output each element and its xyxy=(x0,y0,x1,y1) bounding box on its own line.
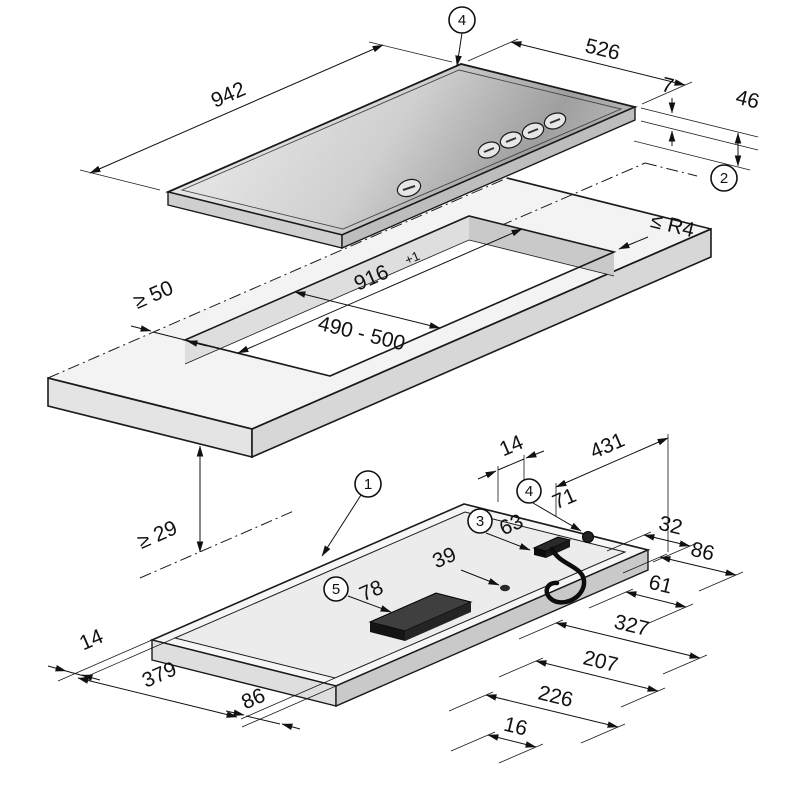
dim-right-86: 86 xyxy=(688,538,716,566)
connection-terminal xyxy=(532,536,572,558)
dim-build-in-height-label: 46 xyxy=(733,86,761,114)
unit-base-pan xyxy=(173,511,627,679)
callout-4-bottom-badge xyxy=(516,478,542,504)
mains-box xyxy=(368,592,473,641)
dim-min-clearance-below: ≥ 29 xyxy=(134,445,297,579)
dim-cutout-width-tolerance: +1 xyxy=(402,248,422,268)
dim-connection-position: 431 xyxy=(555,429,669,488)
callout-4-bottom-label: 4 xyxy=(525,483,533,500)
callout-1: 1 xyxy=(321,470,382,557)
callout-2: 2 xyxy=(710,164,738,192)
underside-view: 14 431 1 4 71 3 63 39 xyxy=(47,429,744,764)
callout-2-label: 2 xyxy=(720,170,728,187)
hidden-cooktop-outline xyxy=(439,162,698,253)
dim-top-edge-offset: 14 xyxy=(477,431,545,480)
unit-side-right xyxy=(335,548,649,708)
dim-right-226: 226 xyxy=(536,681,575,712)
dim-right-32: 32 xyxy=(656,512,684,540)
knob-slots xyxy=(402,118,561,191)
cooktop-side-right xyxy=(341,105,636,250)
dims-right-side: 32 86 61 327 207 226 16 xyxy=(485,512,737,748)
dim-cooktop-width-label: 942 xyxy=(208,78,249,113)
callout-5-label: 5 xyxy=(332,581,340,598)
extension-lines-top xyxy=(497,434,669,552)
cable-grommet xyxy=(582,531,594,543)
dim-left-14: 14 xyxy=(76,625,107,656)
dim-glass-thickness-and-height: 7 46 xyxy=(633,73,762,171)
callout-5-badge xyxy=(323,576,349,602)
dim-min-clearance-below-label: ≥ 29 xyxy=(134,516,181,553)
dim-glass-thickness-label: 7 xyxy=(659,73,676,98)
dim-cooktop-depth-label: 526 xyxy=(583,34,622,65)
callout-4-top-label: 4 xyxy=(458,12,466,29)
callout-4-top: 4 xyxy=(448,6,476,67)
callout-2-badge xyxy=(710,164,738,192)
callout-1-badge xyxy=(354,470,382,498)
callout-4-top-badge xyxy=(448,6,476,34)
cooktop-view: 942 526 7 46 4 2 xyxy=(79,6,762,250)
worktop-view: ≥ 50 916 +1 490 - 500 ≤ R4 ≥ 29 xyxy=(47,162,712,579)
dim-right-61: 61 xyxy=(646,571,674,599)
dim-right-327: 327 xyxy=(612,610,651,641)
dim-right-207: 207 xyxy=(581,646,620,677)
callout-3-badge xyxy=(467,508,493,534)
shelf-reference-line xyxy=(139,509,297,579)
dim-right-16: 16 xyxy=(501,713,529,741)
control-knobs xyxy=(396,112,567,198)
callout-3-label: 3 xyxy=(476,513,484,530)
extension-lines-left xyxy=(57,637,337,728)
callout-5: 5 78 xyxy=(323,576,392,613)
cable-hole xyxy=(500,584,510,592)
dim-cooktop-width: 942 xyxy=(79,41,453,191)
mains-cable xyxy=(544,546,587,605)
dim-top-edge-offset-label: 14 xyxy=(496,431,527,462)
worktop-right-edge xyxy=(506,177,712,230)
extension-lines-right xyxy=(448,531,744,764)
callout-1-label: 1 xyxy=(364,476,372,493)
dim-item4-label: 71 xyxy=(549,484,580,514)
worktop-left-edge xyxy=(47,377,253,430)
dim-min-rear-clearance-label: ≥ 50 xyxy=(130,276,177,313)
